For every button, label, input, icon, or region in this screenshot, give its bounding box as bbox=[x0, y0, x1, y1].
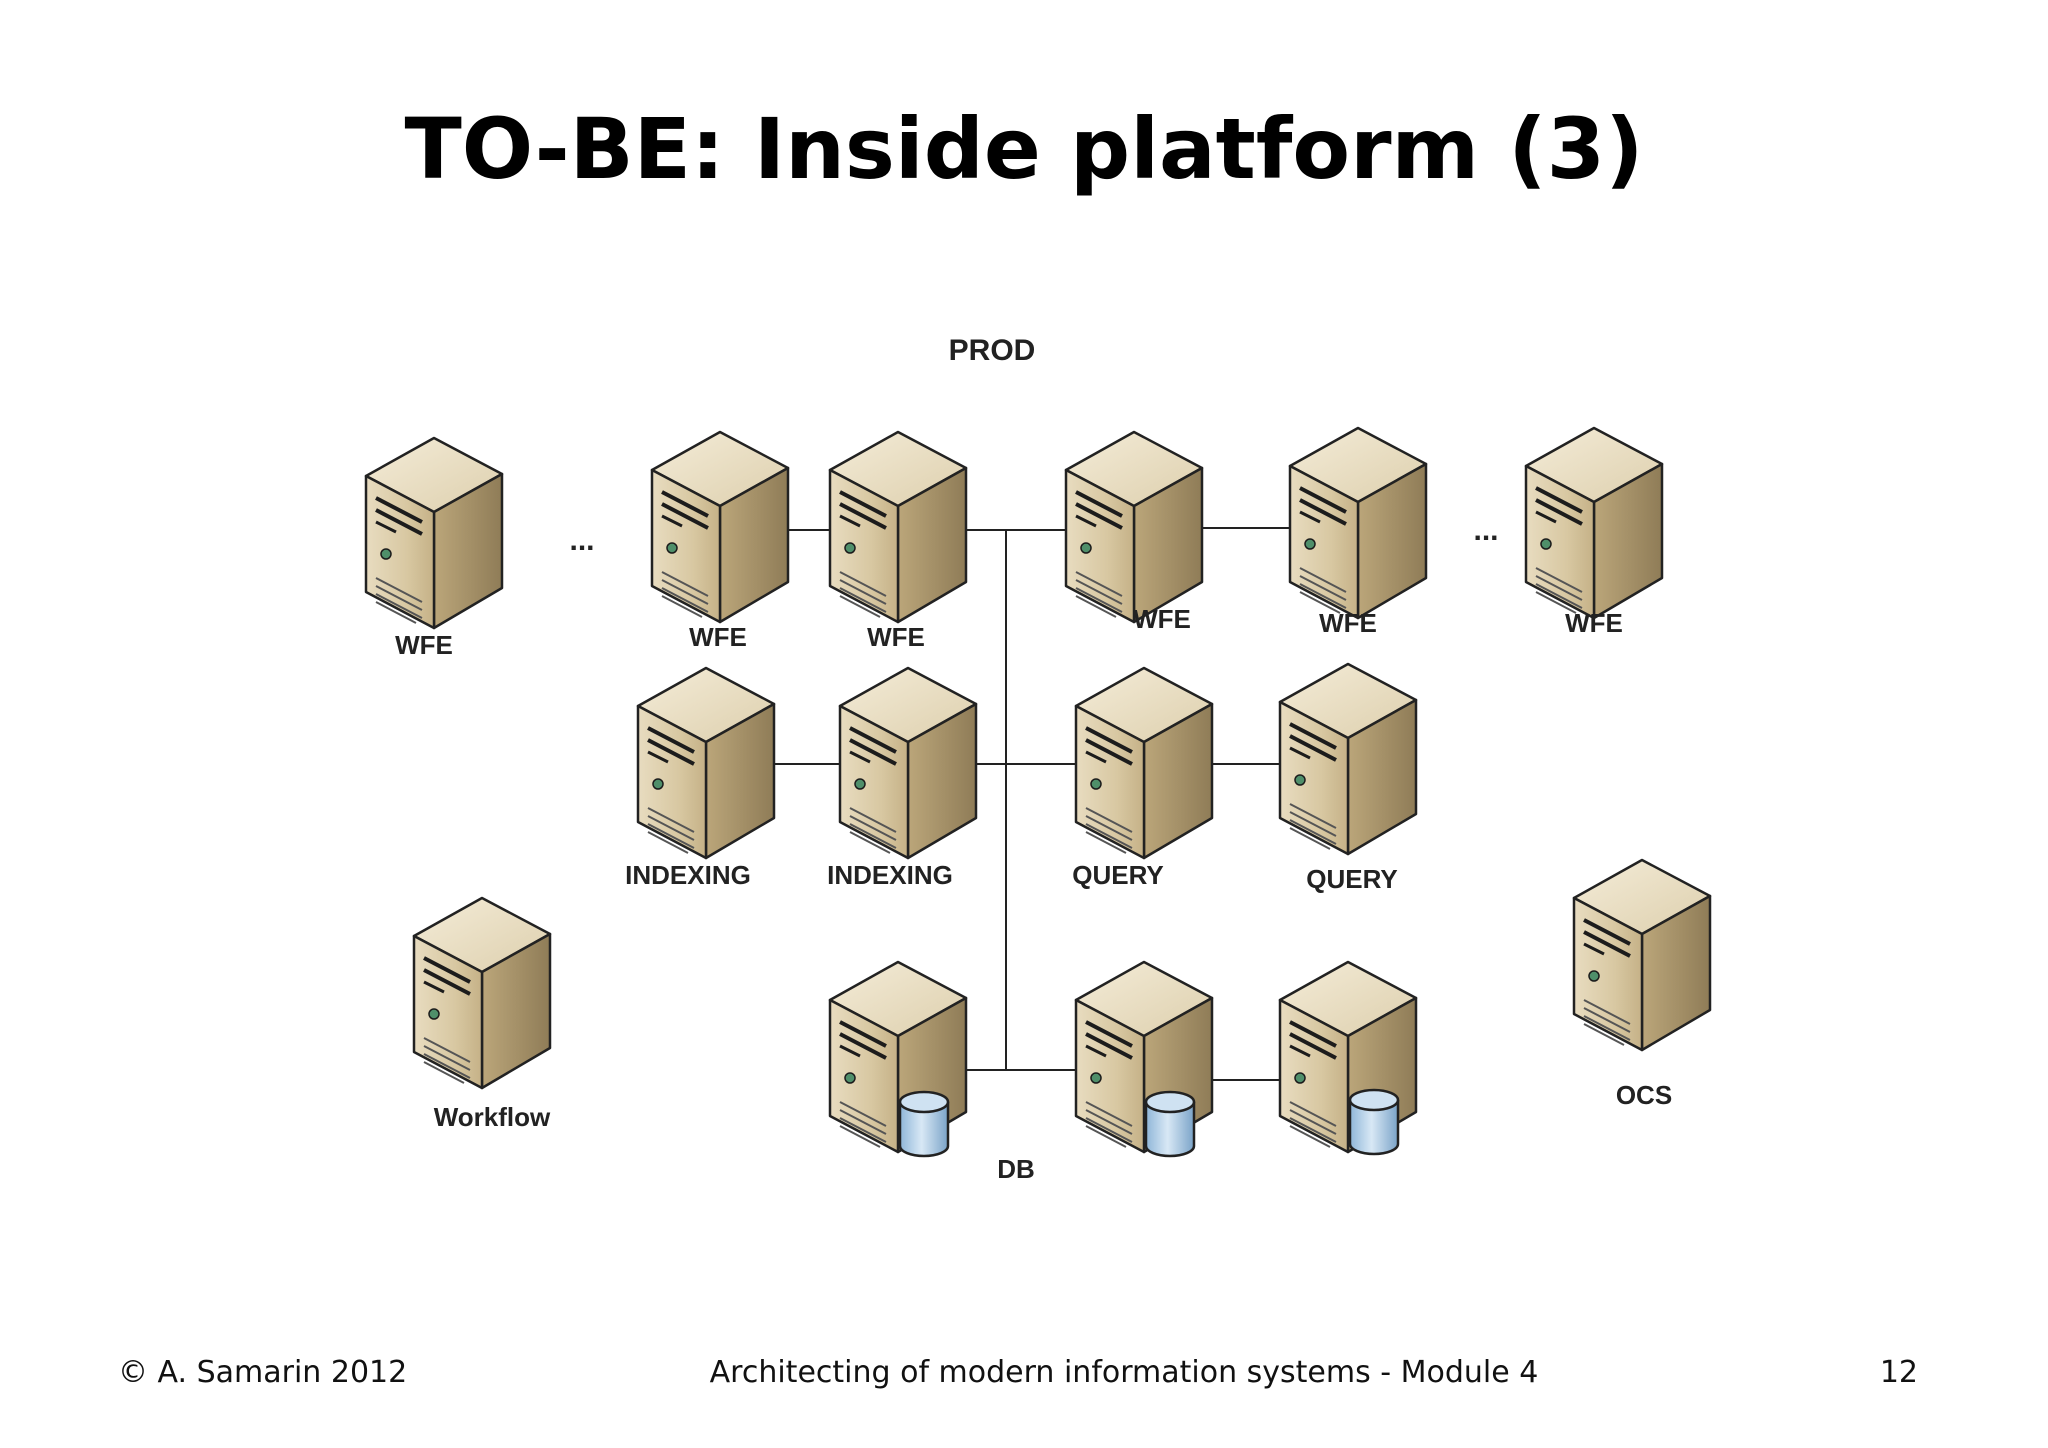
query-server-icon bbox=[1278, 662, 1418, 856]
query-label: QUERY bbox=[1306, 864, 1398, 894]
ellipsis-right: ... bbox=[1473, 514, 1498, 547]
footer-copyright: © A. Samarin 2012 bbox=[118, 1355, 408, 1390]
database-cylinder-icon bbox=[1144, 1090, 1196, 1158]
wfe-label: WFE bbox=[1133, 604, 1191, 634]
wfe-server-icon bbox=[650, 430, 790, 624]
ellipsis-left: ... bbox=[569, 524, 594, 557]
wfe-label: WFE bbox=[867, 622, 925, 652]
slide-title: TO-BE: Inside platform (3) bbox=[404, 100, 1644, 198]
indexing-server-icon bbox=[636, 666, 776, 860]
wfe-label: WFE bbox=[1565, 608, 1623, 638]
ocs-label: OCS bbox=[1616, 1080, 1672, 1110]
wfe-server-icon bbox=[1288, 426, 1428, 620]
ocs-server-icon bbox=[1572, 858, 1712, 1052]
prod-zone-label: PROD bbox=[949, 334, 1036, 367]
indexing-label: INDEXING bbox=[625, 860, 751, 890]
wfe-server-icon bbox=[1064, 430, 1204, 624]
wfe-label: WFE bbox=[689, 622, 747, 652]
wfe-server-icon bbox=[828, 430, 968, 624]
wfe-label: WFE bbox=[395, 630, 453, 660]
wfe-label: WFE bbox=[1319, 608, 1377, 638]
query-label: QUERY bbox=[1072, 860, 1164, 890]
wfe-server-icon bbox=[1524, 426, 1664, 620]
footer-course-title: Architecting of modern information syste… bbox=[709, 1355, 1539, 1390]
wfe-server-icon bbox=[364, 436, 504, 630]
network-connectors bbox=[774, 527, 1295, 1081]
indexing-server-icon bbox=[838, 666, 978, 860]
footer-page-number: 12 bbox=[1879, 1355, 1918, 1390]
database-cylinder-icon bbox=[898, 1090, 950, 1158]
db-label: DB bbox=[997, 1154, 1035, 1184]
indexing-label: INDEXING bbox=[827, 860, 953, 890]
query-server-icon bbox=[1074, 666, 1214, 860]
workflow-label: Workflow bbox=[434, 1102, 551, 1132]
workflow-server-icon bbox=[412, 896, 552, 1090]
database-cylinder-icon bbox=[1348, 1088, 1400, 1156]
